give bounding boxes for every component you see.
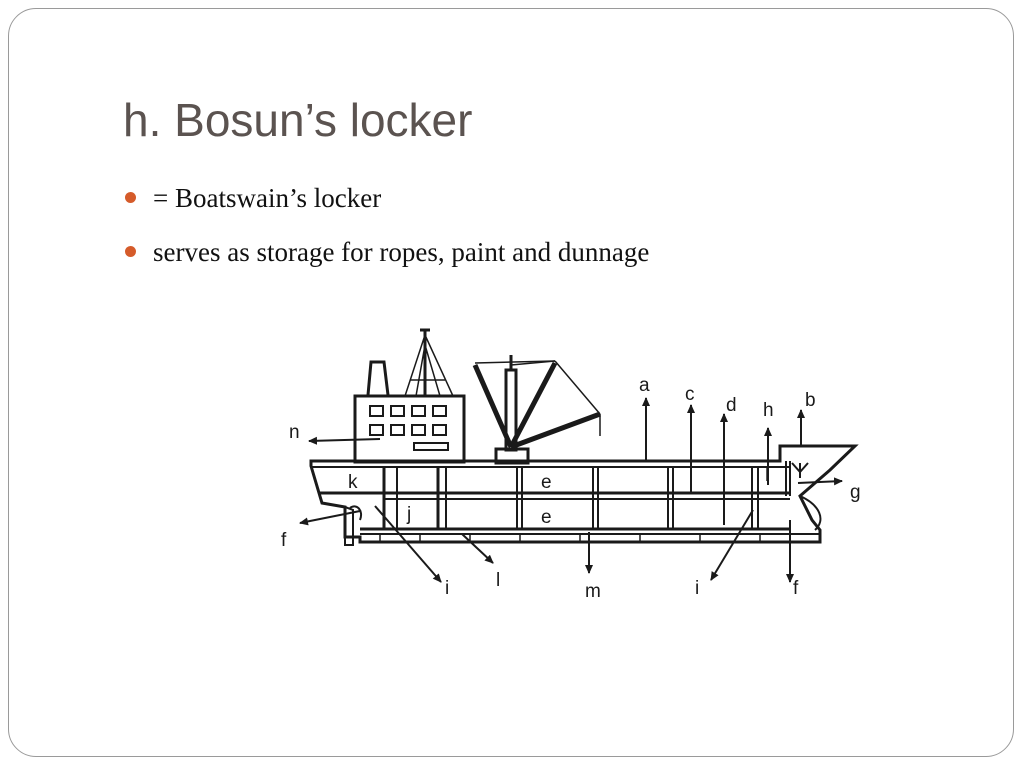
label-k: k (348, 472, 358, 493)
bullet-item: serves as storage for ropes, paint and d… (123, 233, 649, 287)
slide-title: h. Bosun’s locker (123, 94, 473, 146)
label-e1: e (541, 472, 552, 493)
bullet-list: = Boatswain’s locker serves as storage f… (123, 179, 649, 287)
bullet-dot-icon (125, 192, 136, 203)
label-e2: e (541, 507, 552, 528)
label-l1: l (765, 465, 769, 486)
label-i2: i (695, 578, 699, 599)
label-f2: f (793, 578, 799, 599)
funnel-shape (366, 360, 390, 396)
label-i1: i (445, 578, 449, 599)
label-h: h (763, 400, 774, 421)
label-j: j (406, 504, 411, 525)
rudder-shape (344, 505, 354, 546)
slide: h. Bosun’s locker = Boatswain’s locker s… (8, 8, 1014, 757)
label-n: n (289, 422, 300, 443)
label-g: g (850, 482, 861, 503)
label-d: d (726, 395, 737, 416)
label-b: b (805, 390, 816, 411)
label-a: a (639, 375, 650, 396)
label-m: m (585, 581, 601, 602)
label-c: c (685, 384, 695, 405)
label-f1: f (281, 530, 287, 551)
label-l2: l (496, 570, 500, 591)
bullet-dot-icon (125, 246, 136, 257)
bullet-text: serves as storage for ropes, paint and d… (153, 237, 650, 267)
bullet-item: = Boatswain’s locker (123, 179, 649, 233)
ship-diagram: a c d h b n k e l g j e f i l m i f (281, 328, 861, 602)
bullet-text: = Boatswain’s locker (153, 183, 382, 213)
